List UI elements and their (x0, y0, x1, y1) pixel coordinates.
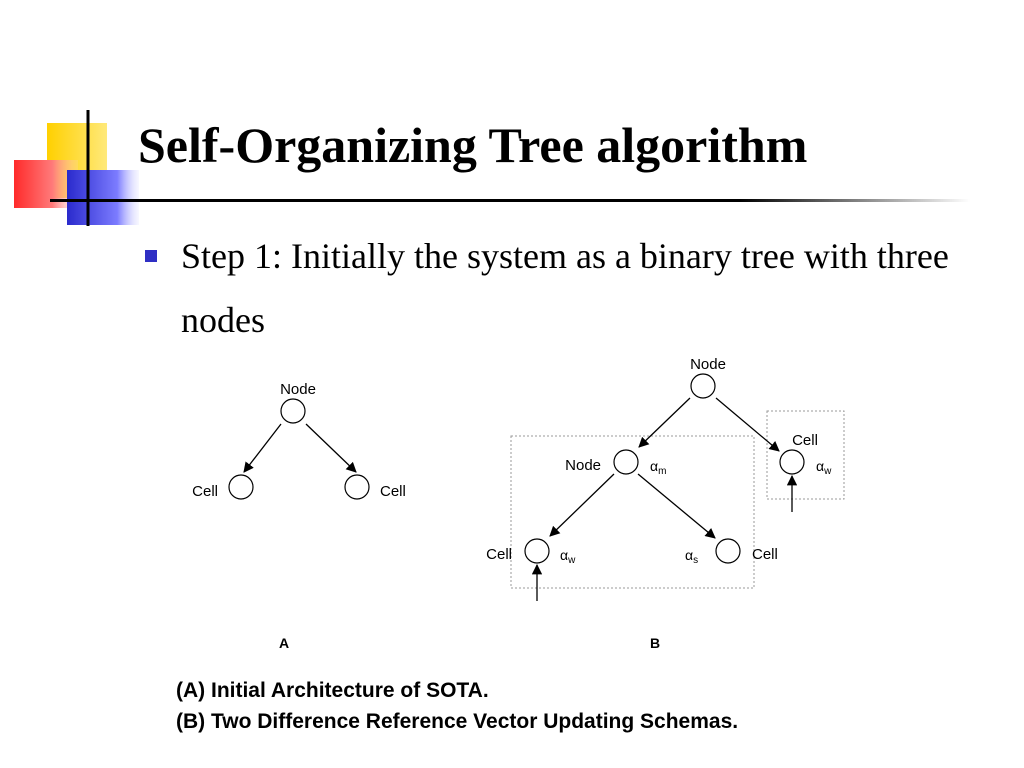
panel-a: Node Cell Cell A (192, 381, 406, 651)
panel-a-left-cell (228, 474, 254, 500)
panel-a-root-label: Node (280, 381, 316, 398)
caption-line-2: (B) Two Difference Reference Vector Upda… (176, 710, 739, 733)
panel-b-side-cell-box (766, 410, 845, 500)
panel-b-node-alpha: αm (650, 458, 666, 477)
panel-b: Node Node αm Cell αw Cell αw Cell αs B (486, 356, 845, 651)
panel-a-caption-letter: A (279, 635, 289, 651)
panel-b-left-cell (524, 538, 550, 564)
panel-a-left-label: Cell (192, 483, 218, 500)
bullet-square-icon (145, 250, 157, 262)
panel-b-side-cell-label: Cell (792, 432, 818, 449)
panel-b-subtree-box (510, 435, 755, 589)
panel-b-right-alpha: αs (685, 547, 698, 566)
panel-b-node-label: Node (565, 457, 601, 474)
panel-b-side-cell (779, 449, 805, 475)
panel-b-edge-root-node (638, 397, 691, 448)
panel-a-right-cell (344, 474, 370, 500)
title-decoration (14, 110, 139, 226)
panel-b-node (613, 449, 639, 475)
panel-b-left-alpha: αw (560, 547, 576, 566)
panel-b-side-alpha: αw (816, 458, 832, 477)
bullet-text: Step 1: Initially the system as a binary… (181, 236, 949, 340)
panel-b-root-node (690, 373, 716, 399)
panel-b-root-label: Node (690, 356, 726, 373)
panel-b-right-cell (715, 538, 741, 564)
panel-b-right-cell-label: Cell (752, 546, 778, 563)
panel-a-edge-left (243, 423, 282, 473)
panel-b-edge-root-cell (715, 397, 780, 452)
panel-a-edge-right (305, 423, 357, 473)
slide-title: Self-Organizing Tree algorithm (138, 117, 808, 173)
figure-caption: (A) Initial Architecture of SOTA. (B) Tw… (176, 675, 738, 737)
panel-b-caption-letter: B (650, 635, 660, 651)
panel-a-right-label: Cell (380, 483, 406, 500)
blue-square (67, 170, 139, 225)
panel-b-edge-node-left (549, 473, 615, 537)
panel-b-edge-node-right (637, 473, 716, 539)
title-underline (50, 199, 970, 202)
panel-a-root-node (280, 398, 306, 424)
caption-line-1: (A) Initial Architecture of SOTA. (176, 679, 489, 702)
panel-b-left-cell-label: Cell (486, 546, 512, 563)
